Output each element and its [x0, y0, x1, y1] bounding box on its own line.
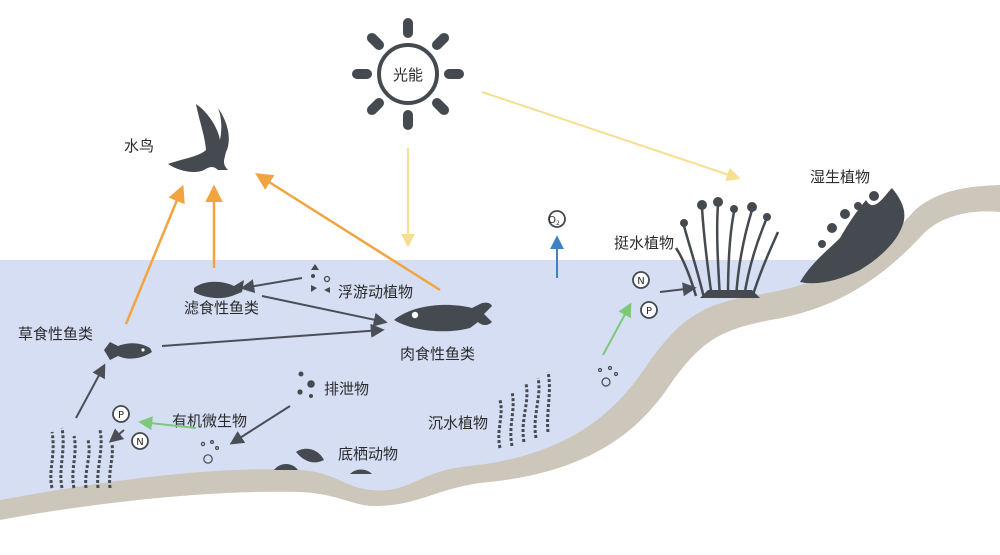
nitrogen-icon-left: [131, 432, 149, 450]
carnivorous-fish-eye: [411, 311, 419, 319]
excretion-label: 排泄物: [324, 380, 369, 398]
plankton-label: 浮游动植物: [338, 283, 413, 301]
herbivorous-fish-icon: [104, 342, 152, 360]
filter-fish-label: 滤食性鱼类: [184, 299, 259, 317]
excretion-icon: [297, 371, 315, 398]
benthos-label: 底栖动物: [338, 445, 398, 463]
emergent-plant-heads: [680, 197, 771, 298]
nitrogen-label-left: N: [136, 437, 143, 448]
nutrient-release-arrow-right: [602, 302, 632, 356]
wetland-plants-icon: [800, 188, 905, 284]
nutrient-to-emergent-arrow: [659, 282, 697, 297]
nitrogen-icon-right: [632, 271, 650, 289]
microbes-label: 有机微生物: [172, 412, 247, 430]
phosphorus-label-right: P: [646, 306, 652, 317]
shore-highlight: [0, 211, 1000, 555]
herbivore-to-carnivore-arrow: [161, 323, 385, 347]
carnivore-to-bird-arrow: [255, 173, 441, 292]
herbivore-to-bird-arrow: [124, 184, 185, 325]
phosphorus-label-left: P: [118, 410, 124, 421]
oxygen-symbol: O2: [548, 215, 560, 227]
nitrogen-label-right: N: [637, 276, 644, 287]
emergent-plants-label: 挺水植物: [614, 234, 674, 252]
filter-fish-to-carnivore-arrow: [261, 295, 388, 327]
submerged-plants-mid-icon: [497, 371, 551, 449]
oxygen-icon: [548, 210, 566, 228]
herbivorous-fish-eye: [141, 348, 145, 352]
light-arrow-wetland: [481, 91, 741, 182]
sun-label: 光能: [393, 66, 423, 84]
waterbird-label: 水鸟: [124, 137, 154, 155]
excretion-to-microbes-arrow: [229, 405, 291, 445]
sun-icon: [352, 18, 464, 130]
herbivorous-fish-label: 草食性鱼类: [18, 325, 93, 343]
wetland-plants-label: 湿生植物: [810, 168, 870, 186]
carnivorous-fish-label: 肉食性鱼类: [400, 345, 475, 363]
microbes-icon: [200, 440, 220, 464]
bubbles-right: [597, 365, 619, 387]
carnivorous-fish-icon: [394, 302, 492, 332]
phosphorus-icon-right: [640, 301, 658, 319]
filter-fish-icon: [194, 280, 244, 299]
plankton-icon: [311, 264, 331, 293]
phosphorus-icon-left: [112, 405, 130, 423]
plankton-to-filter-fish-arrow: [240, 277, 303, 294]
microbes-nutrient-arrow: [138, 416, 197, 431]
benthos-icon: [274, 448, 372, 474]
nutrient-to-plants-arrow-left: [108, 428, 125, 443]
submerged-plants-left-icon: [49, 427, 114, 489]
waterbird-icon: [168, 104, 229, 172]
submerged-plants-label: 沉水植物: [428, 414, 488, 432]
emergent-plants-icon: [674, 204, 780, 299]
plants-to-herbivore-arrow: [75, 363, 106, 419]
